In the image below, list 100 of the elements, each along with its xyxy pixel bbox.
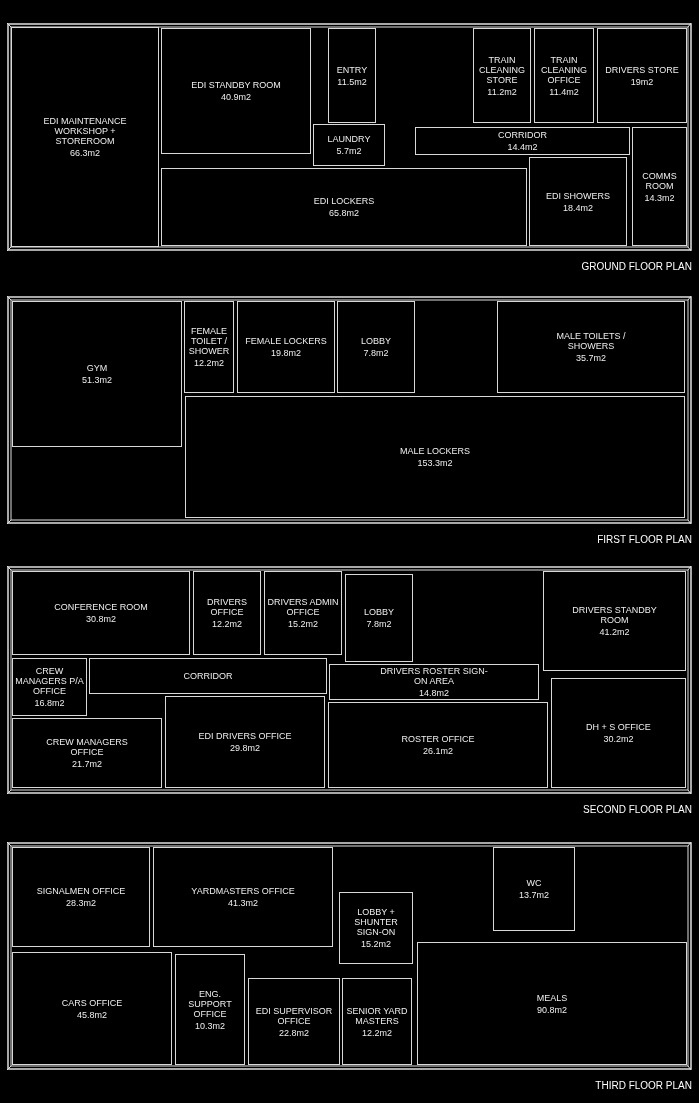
room-name: CREW MANAGERS OFFICE (45, 737, 129, 757)
room-name: MALE LOCKERS (400, 446, 470, 456)
room (193, 571, 261, 655)
room-name: DRIVERS OFFICE (206, 597, 248, 617)
room-area: 11.5m2 (337, 76, 367, 87)
room (597, 28, 687, 123)
room (632, 127, 687, 246)
room-name: EDI DRIVERS OFFICE (198, 731, 292, 741)
room-name: COMMS ROOM (641, 170, 678, 191)
room-area: 19m2 (630, 76, 654, 87)
room (11, 27, 159, 247)
room-name: CORRIDOR (498, 130, 547, 140)
room-name: ENTRY (336, 64, 368, 75)
room-area: 12.2m2 (362, 1027, 392, 1038)
room-name: CORRIDOR (183, 671, 233, 681)
room-name: YARDMASTERS OFFICE (191, 886, 295, 896)
room (415, 127, 630, 155)
room-area: 16.8m2 (34, 698, 65, 708)
floor-title: GROUND FLOOR PLAN (581, 261, 692, 273)
room-area: 29.8m2 (230, 743, 260, 753)
room-area: 26.1m2 (423, 746, 453, 756)
room-name: EDI SUPERVISOR OFFICE (254, 1005, 334, 1026)
room-name: FEMALE LOCKERS (245, 336, 327, 346)
room-area: 15.2m2 (288, 619, 318, 629)
room (248, 978, 340, 1065)
room-name: CREW MANAGERS P/A OFFICE (15, 666, 84, 696)
room-area: 22.8m2 (279, 1027, 309, 1038)
room-area: 40.9m2 (221, 92, 251, 102)
floor-title: SECOND FLOOR PLAN (583, 804, 692, 816)
room-name: TRAIN CLEANING STORE (478, 54, 526, 85)
room-area: 30.2m2 (603, 734, 634, 744)
room-name: SENIOR YARD MASTERS (345, 1005, 409, 1026)
room-area: 5.7m2 (336, 146, 362, 156)
room-name: EDI SHOWERS (546, 190, 610, 201)
room-area: 14.8m2 (419, 688, 449, 698)
room (313, 124, 385, 166)
room (12, 301, 182, 447)
room (153, 847, 333, 947)
room-area: 51.3m2 (82, 375, 112, 385)
room-name: DRIVERS ADMIN OFFICE (267, 597, 339, 617)
room (175, 954, 245, 1065)
room (328, 28, 376, 123)
room-area: 11.2m2 (487, 86, 517, 97)
room-area: 66.3m2 (70, 148, 100, 158)
room-name: ROSTER OFFICE (401, 734, 475, 744)
room-area: 11.4m2 (549, 86, 579, 97)
room-name: SIGNALMEN OFFICE (36, 886, 126, 896)
room-name: DRIVERS ROSTER SIGN-ON AREA (379, 666, 489, 686)
room (185, 396, 685, 518)
room (12, 571, 190, 655)
room (493, 847, 575, 931)
room (12, 718, 162, 788)
room (329, 664, 539, 700)
room-name: LOBBY (364, 607, 394, 617)
room (534, 28, 594, 123)
room-area: 12.2m2 (194, 358, 224, 368)
room-name: MEALS (536, 992, 568, 1003)
room (12, 952, 172, 1065)
room-area: 41.2m2 (599, 627, 630, 637)
room-area: 35.7m2 (576, 353, 606, 363)
room-name: DRIVERS STORE (605, 64, 679, 75)
room-area: 153.3m2 (417, 458, 453, 468)
room (339, 892, 413, 964)
room-area: 7.8m2 (363, 348, 389, 358)
room-area: 65.8m2 (329, 208, 359, 218)
room (337, 301, 415, 393)
floor-title: THIRD FLOOR PLAN (595, 1080, 692, 1092)
room (161, 28, 311, 154)
room-name: TRAIN CLEANING OFFICE (540, 54, 588, 85)
room-name: WC (526, 878, 542, 888)
room-area: 41.3m2 (228, 898, 258, 908)
room (237, 301, 335, 393)
room-area: 7.8m2 (366, 619, 392, 629)
room-name: FEMALE TOILET / SHOWER (187, 326, 231, 356)
room (264, 571, 342, 655)
room (89, 658, 327, 694)
room-name: EDI STANDBY ROOM (191, 80, 281, 90)
room-area: 90.8m2 (537, 1004, 567, 1015)
room (184, 301, 234, 393)
room (12, 847, 150, 947)
room (551, 678, 686, 788)
room-name: LOBBY + SHUNTER SIGN-ON (353, 907, 399, 937)
room-area: 30.8m2 (86, 614, 116, 624)
room-area: 14.3m2 (644, 192, 675, 203)
room (417, 942, 687, 1065)
room (345, 574, 413, 662)
room (497, 301, 685, 393)
room-name: GYM (86, 363, 108, 373)
room-name: DRIVERS STANDBY ROOM (571, 605, 658, 625)
room (473, 28, 531, 123)
room (529, 157, 627, 246)
room-area: 28.3m2 (66, 898, 96, 908)
room (161, 168, 527, 246)
room-name: DH + S OFFICE (586, 722, 651, 732)
room (543, 571, 686, 671)
floor-title: FIRST FLOOR PLAN (597, 534, 692, 546)
room-area: 45.8m2 (77, 1009, 107, 1020)
room-name: LOBBY (361, 336, 391, 346)
room-name: EDI MAINTENANCE WORKSHOP + STOREROOM (42, 116, 128, 146)
room-area: 12.2m2 (212, 619, 242, 629)
